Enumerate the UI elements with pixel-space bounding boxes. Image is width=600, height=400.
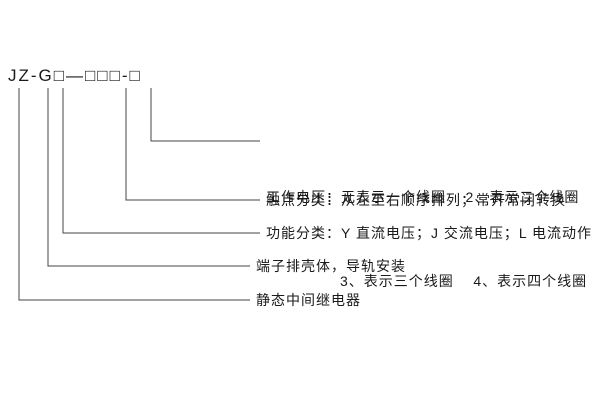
label-working-voltage-line1: 工作电压：无表示一个线圈 2、表示二个线圈 [266,189,580,205]
label-contact-class: 触点分类：从左至右顺序排列；常开常闭转换 [266,192,566,208]
connector-line-relay-type [18,88,250,301]
label-function-class: 功能分类：Y 直流电压；J 交流电压；L 电流动作 [266,225,593,241]
label-working-voltage: 工作电压：无表示一个线圈 2、表示二个线圈 3、表示三个线圈 4、表示四个线圈 [266,127,587,351]
connector-line-contact-class [125,88,260,201]
label-housing: 端子排壳体，导轨安装 [256,258,406,274]
connector-line-working-voltage [150,88,260,142]
model-code: JZ-G□—□□□-□ [8,66,142,85]
label-working-voltage-line2: 3、表示三个线圈 4、表示四个线圈 [340,273,588,289]
connector-line-housing [47,88,250,267]
connector-line-function-class [62,88,260,234]
label-relay-type: 静态中间继电器 [256,292,361,308]
